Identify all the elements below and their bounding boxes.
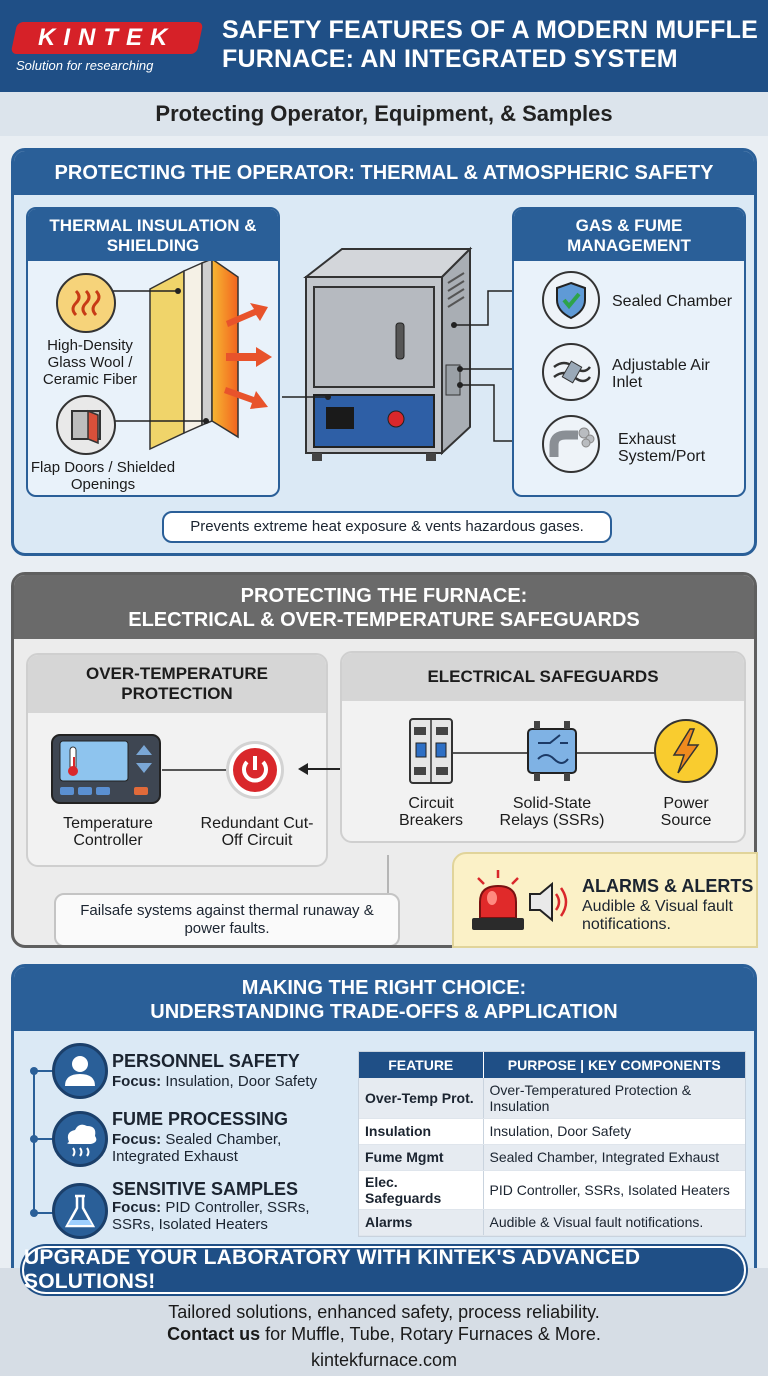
sensitive-samples-title: SENSITIVE SAMPLES — [112, 1179, 299, 1199]
over-temp-title: OVER-TEMPERATURE PROTECTION — [28, 655, 326, 713]
furnace-panel: PROTECTING THE FURNACE: ELECTRICAL & OVE… — [11, 572, 757, 948]
solid-state-relay-icon — [527, 721, 577, 781]
furnace-title-line1: PROTECTING THE FURNACE: — [240, 585, 528, 607]
operator-summary: Prevents extreme heat exposure & vents h… — [162, 511, 612, 543]
sealed-chamber-label: Sealed Chamber — [612, 293, 733, 310]
power-source-label: Power Source — [660, 795, 712, 829]
flask-icon — [52, 1183, 108, 1239]
circuit-breakers-label: Circuit Breakers — [398, 795, 464, 829]
header: KINTEK Solution for researching SAFETY F… — [0, 0, 768, 92]
summary-connector — [387, 855, 389, 895]
thermal-insulation-title: THERMAL INSULATION & SHIELDING — [28, 209, 278, 261]
cloud-fume-icon — [52, 1111, 108, 1167]
fume-processing-title: FUME PROCESSING — [112, 1109, 289, 1129]
choice-panel: MAKING THE RIGHT CHOICE: UNDERSTANDING T… — [11, 964, 757, 1284]
focus-value: PID Controller, SSRs, SSRs, Isolated Hea… — [112, 1199, 310, 1233]
personnel-safety-title: PERSONNEL SAFETY — [112, 1051, 300, 1071]
table-header-purpose: PURPOSE | KEY COMPONENTS — [482, 1052, 745, 1078]
power-cutoff-icon — [226, 741, 284, 799]
air-inlet-label: Adjustable Air Inlet — [612, 357, 710, 391]
personnel-safety-focus: Focus: Insulation, Door Safety — [112, 1073, 342, 1090]
kintek-logo[interactable]: KINTEK — [10, 22, 204, 54]
insulation-layers-illustration — [98, 261, 272, 451]
muffle-furnace-illustration — [282, 246, 473, 461]
operator-panel: PROTECTING THE OPERATOR: THERMAL & ATMOS… — [11, 148, 757, 556]
logo-tagline: Solution for researching — [16, 58, 154, 73]
ssr-label: Solid-State Relays (SSRs) — [499, 795, 605, 829]
temperature-controller-icon — [51, 734, 161, 804]
page-subtitle: Protecting Operator, Equipment, & Sample… — [0, 92, 768, 136]
feature-table: FEATURE PURPOSE | KEY COMPONENTS Over-Te… — [358, 1051, 746, 1237]
contact-us-link[interactable]: Contact us — [167, 1324, 261, 1344]
website-link[interactable]: kintekfurnace.com — [310, 1350, 458, 1370]
focus-label: Focus: — [112, 1131, 162, 1148]
focus-value: Sealed Chamber, Integrated Exhaust — [112, 1131, 282, 1165]
shield-check-icon — [542, 271, 600, 329]
thermal-insulation-box: THERMAL INSULATION & SHIELDING — [26, 207, 280, 497]
cutoff-circuit-label: Redundant Cut-Off Circuit — [200, 815, 314, 849]
over-temp-box: OVER-TEMPERATURE PROTECTION Temperature … — [26, 653, 328, 867]
sensitive-samples-focus: Focus: PID Controller, SSRs, SSRs, Isola… — [112, 1199, 312, 1233]
heat-waves-icon — [56, 273, 116, 333]
exhaust-port-icon — [542, 415, 600, 473]
table-header-feature: FEATURE — [359, 1052, 483, 1078]
upgrade-cta-button[interactable]: UPGRADE YOUR LABORATORY WITH KINTEK'S AD… — [22, 1246, 746, 1294]
alarms-title: ALARMS & ALERTS — [582, 876, 754, 896]
focus-label: Focus: — [112, 1199, 162, 1216]
table-row: Over-Temp Prot.Over-Temperatured Protect… — [359, 1078, 745, 1119]
exhaust-system-label: Exhaust System/Port — [618, 431, 706, 465]
focus-label: Focus: — [112, 1073, 162, 1090]
choice-title-line1: MAKING THE RIGHT CHOICE: — [241, 977, 527, 999]
furnace-panel-title: PROTECTING THE FURNACE: ELECTRICAL & OVE… — [14, 575, 754, 639]
speaker-icon — [529, 881, 568, 923]
air-inlet-icon — [542, 343, 600, 401]
alarms-box: ALARMS & ALERTS Audible & Visual fault n… — [452, 852, 758, 948]
furnace-title-line2: ELECTRICAL & OVER-TEMPERATURE SAFEGUARDS — [128, 609, 640, 631]
temperature-controller-label: Temperature Controller — [63, 815, 153, 849]
logo-text: KINTEK — [38, 24, 176, 51]
operator-panel-title: PROTECTING THE OPERATOR: THERMAL & ATMOS… — [14, 151, 754, 195]
choice-title-line2: UNDERSTANDING TRADE-OFFS & APPLICATION — [150, 1001, 618, 1023]
alarms-text: Audible & Visual fault notifications. — [582, 898, 733, 933]
focus-value: Insulation, Door Safety — [165, 1073, 318, 1090]
flap-door-icon — [56, 395, 116, 455]
footer-line1: Tailored solutions, enhanced safety, pro… — [168, 1302, 600, 1322]
electrical-box: ELECTRICAL SAFEGUARDS Circuit Breakers S… — [340, 651, 746, 843]
circuit-breaker-icon — [409, 718, 453, 784]
power-source-icon — [654, 719, 718, 783]
flap-doors-label: Flap Doors / Shielded Openings — [30, 459, 176, 493]
furnace-summary: Failsafe systems against thermal runaway… — [54, 893, 400, 945]
footer-line2-rest: for Muffle, Tube, Rotary Furnaces & More… — [260, 1324, 601, 1344]
furnace-summary-text: Failsafe systems against thermal runaway… — [80, 902, 374, 937]
alarm-siren-icon — [472, 870, 524, 930]
electrical-title: ELECTRICAL SAFEGUARDS — [342, 653, 744, 701]
gas-fume-title: GAS & FUME MANAGEMENT — [514, 209, 744, 261]
person-icon — [52, 1043, 108, 1099]
fume-processing-focus: Focus: Sealed Chamber, Integrated Exhaus… — [112, 1131, 312, 1165]
gas-fume-box: GAS & FUME MANAGEMENT Sealed Chamber Adj… — [512, 207, 746, 497]
footer-line2: Contact us for Muffle, Tube, Rotary Furn… — [0, 1324, 768, 1345]
gas-connector-lines — [451, 290, 512, 442]
page-title: SAFETY FEATURES OF A MODERN MUFFLE FURNA… — [222, 16, 758, 73]
glass-wool-label: High-Density Glass Wool / Ceramic Fiber — [42, 337, 138, 388]
choice-panel-title: MAKING THE RIGHT CHOICE: UNDERSTANDING T… — [14, 967, 754, 1031]
